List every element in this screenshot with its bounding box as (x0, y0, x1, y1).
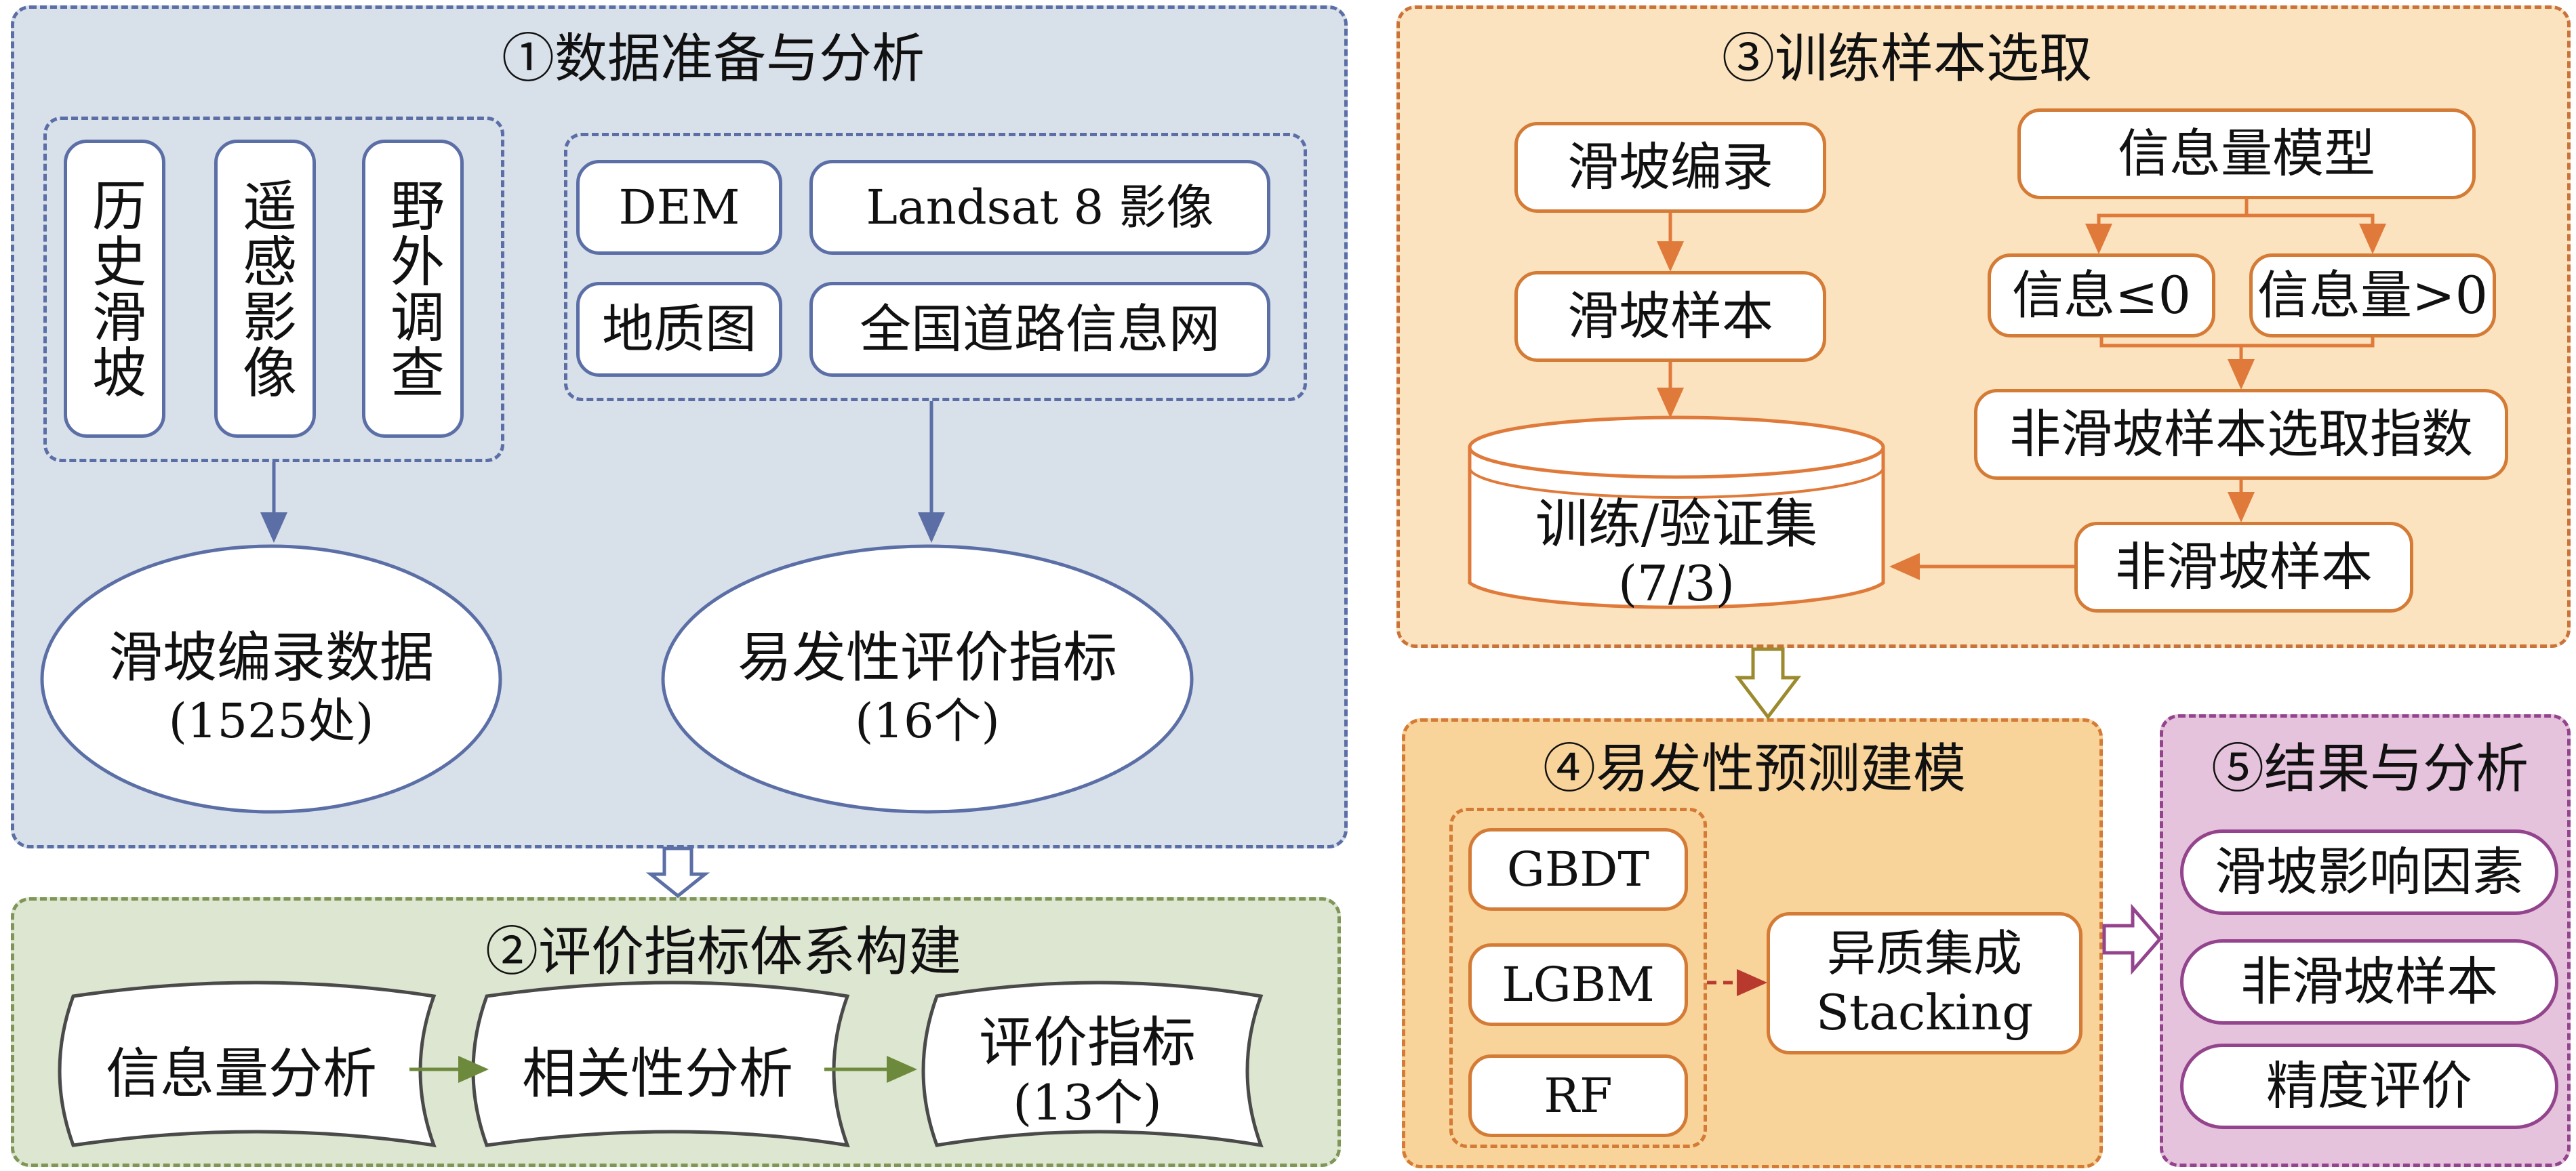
info-gt0: 信息量>0 (2249, 253, 2496, 337)
dataset-dem: DEM (576, 160, 782, 255)
non-landslide-selection-index: 非滑坡样本选取指数 (1974, 389, 2508, 480)
source-historical-landslides: 历史滑坡 (64, 140, 165, 438)
model-gbdt: GBDT (1468, 828, 1688, 911)
arrow-section1-to-section2 (645, 846, 710, 899)
model-rf: RF (1468, 1054, 1688, 1137)
dataset-landsat: Landsat 8 影像 (809, 160, 1270, 255)
non-landslide-samples: 非滑坡样本 (2074, 522, 2413, 613)
source-group (43, 117, 504, 462)
dataset-geology-map: 地质图 (576, 282, 782, 377)
arrow-section3-to-section4 (1734, 647, 1802, 720)
base-models-group (1449, 808, 1707, 1148)
section1-title: ①数据准备与分析 (502, 28, 925, 89)
source-field-survey: 野外调查 (362, 140, 464, 438)
result-influencing-factors: 滑坡影响因素 (2180, 829, 2558, 915)
result-non-landslide-samples: 非滑坡样本 (2180, 939, 2558, 1025)
info-model: 信息量模型 (2017, 108, 2476, 199)
landslide-samples: 滑坡样本 (1514, 271, 1826, 362)
stacking-line2: Stacking (1815, 984, 2034, 1041)
dataset-road-network: 全国道路信息网 (809, 282, 1270, 377)
section2-title: ②评价指标体系构建 (485, 922, 962, 983)
section3-title: ③训练样本选取 (1722, 28, 2093, 89)
model-lgbm: LGBM (1468, 943, 1688, 1026)
result-accuracy-evaluation: 精度评价 (2180, 1044, 2558, 1129)
section4-title: ④易发性预测建模 (1543, 739, 1967, 800)
source-remote-sensing: 遥感影像 (214, 140, 316, 438)
info-le0: 信息≤0 (1988, 253, 2215, 337)
stacking-ensemble: 异质集成 Stacking (1767, 912, 2082, 1054)
landslide-catalog: 滑坡编录 (1514, 122, 1826, 213)
section5-title: ⑤结果与分析 (2211, 739, 2529, 800)
dataset-group (564, 133, 1307, 401)
stacking-line1: 异质集成 (1826, 924, 2022, 982)
arrow-section4-to-section5 (2102, 903, 2162, 975)
